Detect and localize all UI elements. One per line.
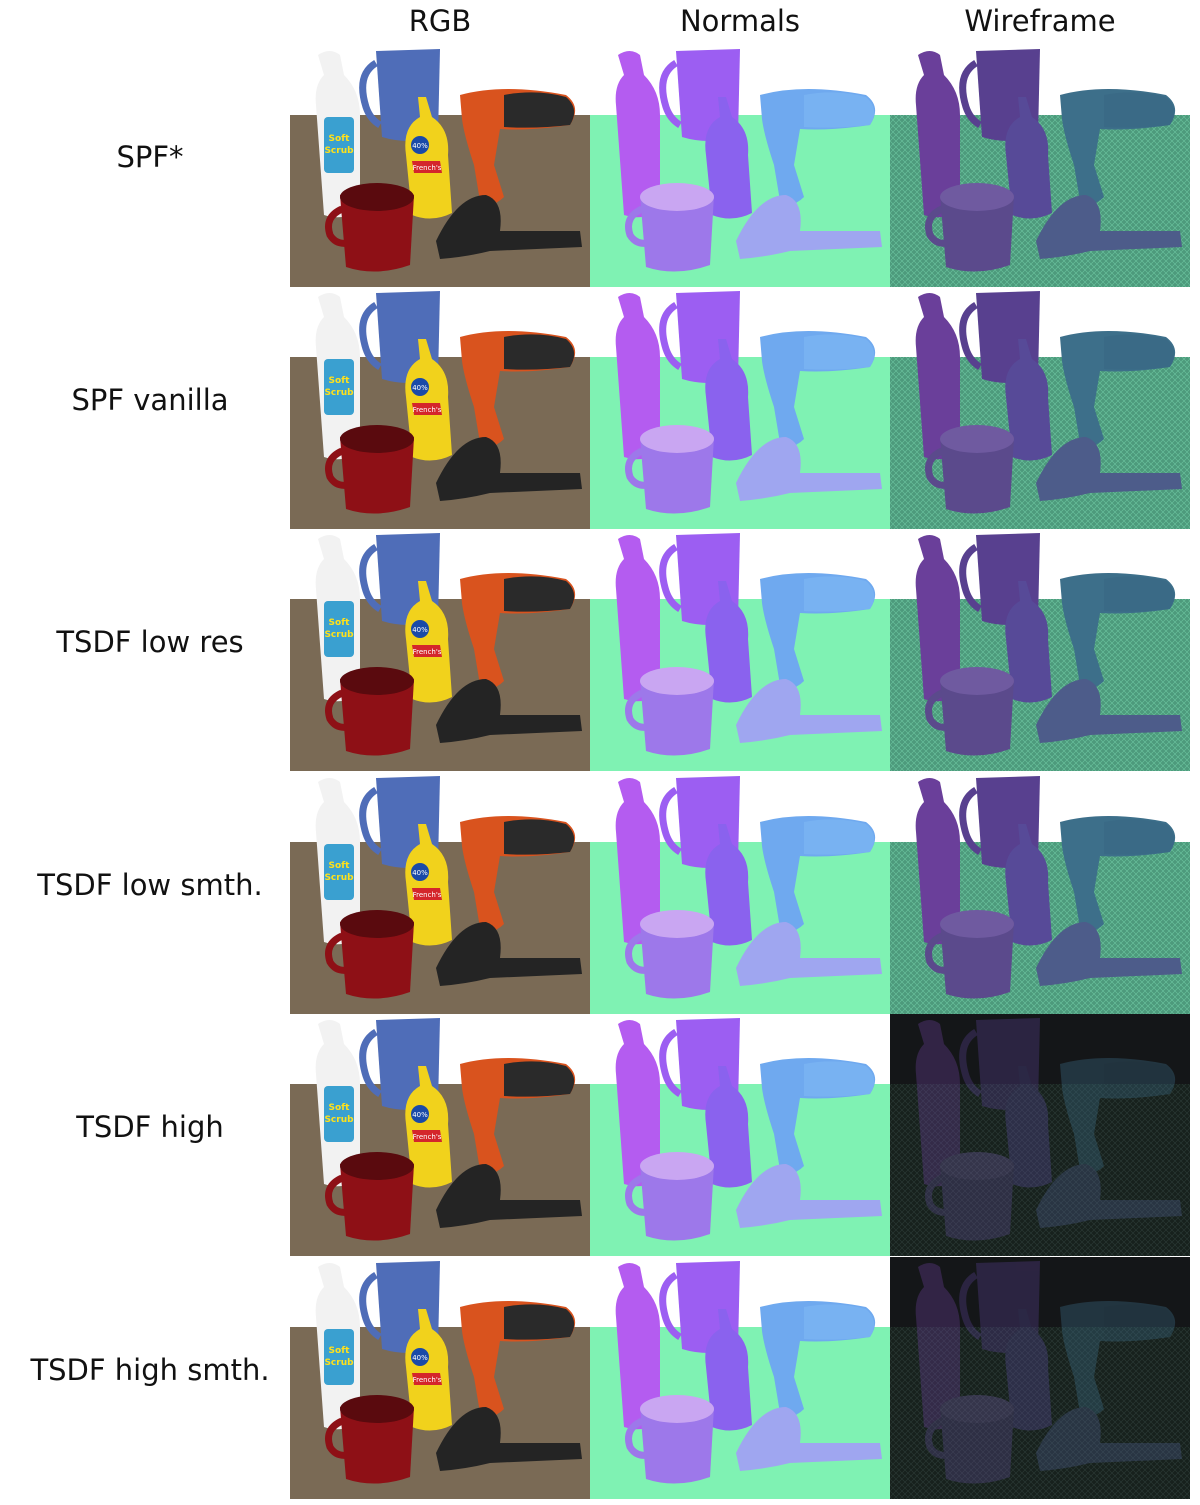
svg-text:Scrub: Scrub: [324, 873, 354, 883]
panel-normals-row-1: [590, 45, 890, 287]
column-header-wireframe: Wireframe: [964, 4, 1116, 38]
mustard-badge-text: 40%: [412, 626, 428, 634]
render-wireframe: [890, 1257, 1190, 1499]
bottle-brand-text: Soft: [329, 376, 351, 386]
mustard-badge-text: 40%: [412, 1111, 428, 1119]
render-wireframe: [890, 1014, 1190, 1256]
render-normals: [590, 1257, 890, 1499]
panel-wireframe-row-2: [890, 287, 1190, 529]
row-label-tsdf-low-smth: TSDF low smth.: [37, 868, 263, 902]
column-header-rgb: RGB: [408, 4, 472, 38]
render-wireframe: [890, 529, 1190, 771]
mustard-brand-text: French's: [413, 1133, 442, 1141]
panel-wireframe-row-6: [890, 1257, 1190, 1499]
panel-normals-row-5: [590, 1014, 890, 1256]
column-header-normals: Normals: [679, 4, 801, 38]
mustard-badge-text: 40%: [412, 142, 428, 150]
panel-normals-row-2: [590, 287, 890, 529]
render-wireframe: [890, 287, 1190, 529]
row-label-tsdf-low-res: TSDF low res: [56, 625, 244, 659]
render-wireframe: [890, 45, 1190, 287]
panel-wireframe-row-5: [890, 1014, 1190, 1256]
mustard-brand-text: French's: [413, 406, 442, 414]
bottle-brand-text: Soft: [329, 1103, 351, 1113]
mustard-brand-text: French's: [413, 164, 442, 172]
svg-text:Scrub: Scrub: [324, 630, 354, 640]
bottle-brand-text: Soft: [329, 134, 351, 144]
panel-normals-row-3: [590, 529, 890, 771]
panel-normals-row-6: [590, 1257, 890, 1499]
bottle-brand-text: Soft: [329, 861, 351, 871]
render-normals: [590, 772, 890, 1014]
row-label-spf-star: SPF*: [116, 140, 184, 174]
mustard-badge-text: 40%: [412, 869, 428, 877]
mustard-brand-text: French's: [413, 648, 442, 656]
mustard-brand-text: French's: [413, 891, 442, 899]
svg-text:Scrub: Scrub: [324, 1358, 354, 1368]
row-label-tsdf-high-smth: TSDF high smth.: [30, 1353, 270, 1387]
render-normals: [590, 287, 890, 529]
mustard-badge-text: 40%: [412, 384, 428, 392]
panel-wireframe-row-1: [890, 45, 1190, 287]
render-normals: [590, 1014, 890, 1256]
render-normals: [590, 529, 890, 771]
render-wireframe: [890, 772, 1190, 1014]
mustard-badge-text: 40%: [412, 1354, 428, 1362]
row-label-tsdf-high: TSDF high: [76, 1110, 224, 1144]
panel-wireframe-row-3: [890, 529, 1190, 771]
render-normals: [590, 45, 890, 287]
bottle-brand-text: Soft: [329, 618, 351, 628]
svg-text:Scrub: Scrub: [324, 388, 354, 398]
svg-text:Scrub: Scrub: [324, 1115, 354, 1125]
panel-wireframe-row-4: [890, 772, 1190, 1014]
mustard-brand-text: French's: [413, 1376, 442, 1384]
panel-normals-row-4: [590, 772, 890, 1014]
row-label-spf-vanilla: SPF vanilla: [71, 383, 229, 417]
bottle-brand-text: Soft: [329, 1346, 351, 1356]
svg-text:Scrub: Scrub: [324, 146, 354, 156]
